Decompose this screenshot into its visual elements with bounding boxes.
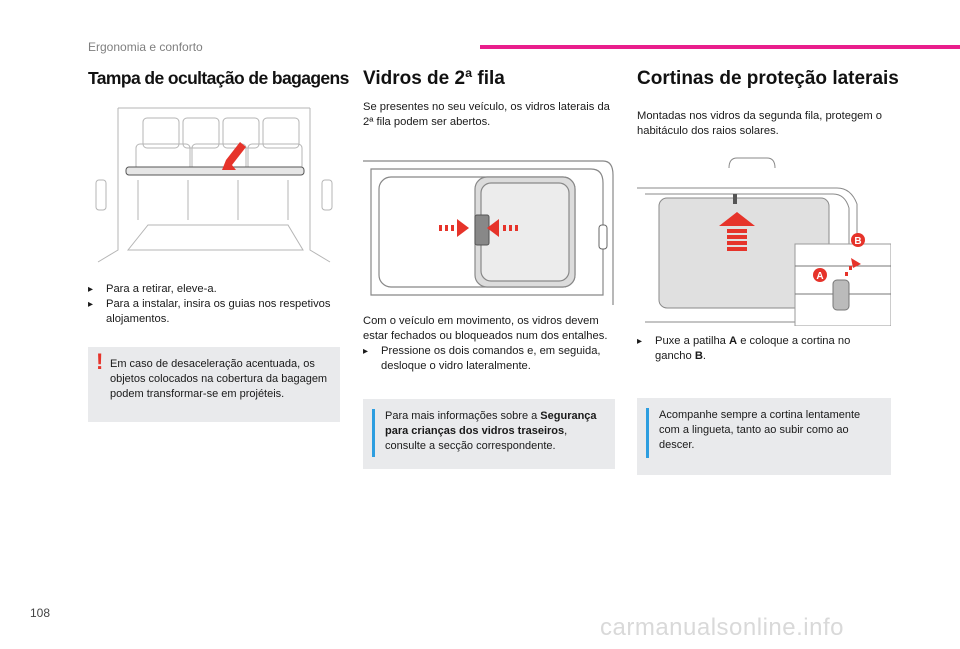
title-side-blinds: Cortinas de proteção laterais xyxy=(637,68,899,89)
triangle-bullet-icon: ▸ xyxy=(88,299,94,310)
warning-text: Em caso de desaceleração acentuada, os o… xyxy=(110,358,328,400)
bullet-install-cover: ▸Para a instalar, insira os guias nos re… xyxy=(88,298,331,325)
callout-label-b: B xyxy=(854,236,861,247)
windows-paragraph: Com o veículo em movimento, os vidros de… xyxy=(363,315,608,342)
title-second-row-windows: Vidros de 2ª fila xyxy=(363,68,505,89)
page-number: 108 xyxy=(30,606,51,620)
title-luggage-cover: Tampa de ocultação de bagagens xyxy=(88,68,349,88)
warning-note: ! Em caso de desaceleração acentuada, os… xyxy=(88,347,340,422)
section-header: Ergonomia e conforto xyxy=(88,40,203,54)
windows-intro: Se presentes no seu veículo, os vidros l… xyxy=(363,101,610,128)
bullet-pull-tab: ▸Puxe a patilha A e coloque a cortina no… xyxy=(637,335,851,362)
triangle-bullet-icon: ▸ xyxy=(88,284,94,295)
info-text-child-safety: Para mais informações sobre a Segurança … xyxy=(385,410,597,452)
image-sliding-window xyxy=(363,155,615,313)
watermark: carmanualsonline.info xyxy=(600,614,844,641)
blinds-intro: Montadas nos vidros da segunda fila, pro… xyxy=(637,110,883,137)
image-luggage-cover xyxy=(88,100,340,266)
exclamation-icon: ! xyxy=(96,349,104,374)
info-text-blind: Acompanhe sempre a cortina lentamente co… xyxy=(659,409,861,451)
info-icon xyxy=(372,409,375,457)
triangle-bullet-icon: ▸ xyxy=(637,336,643,347)
header-accent-bar xyxy=(480,45,960,49)
callout-label-a: A xyxy=(816,271,823,282)
bullet-press-controls: ▸Pressione os dois comandos e, em seguid… xyxy=(363,345,601,372)
info-icon xyxy=(646,408,649,458)
info-note-child-safety: Para mais informações sobre a Segurança … xyxy=(363,399,615,469)
bullet-remove-cover: ▸Para a retirar, eleve-a. xyxy=(88,283,217,295)
triangle-bullet-icon: ▸ xyxy=(363,346,369,357)
image-side-blind: B A xyxy=(637,154,891,326)
info-note-blind: Acompanhe sempre a cortina lentamente co… xyxy=(637,398,891,475)
